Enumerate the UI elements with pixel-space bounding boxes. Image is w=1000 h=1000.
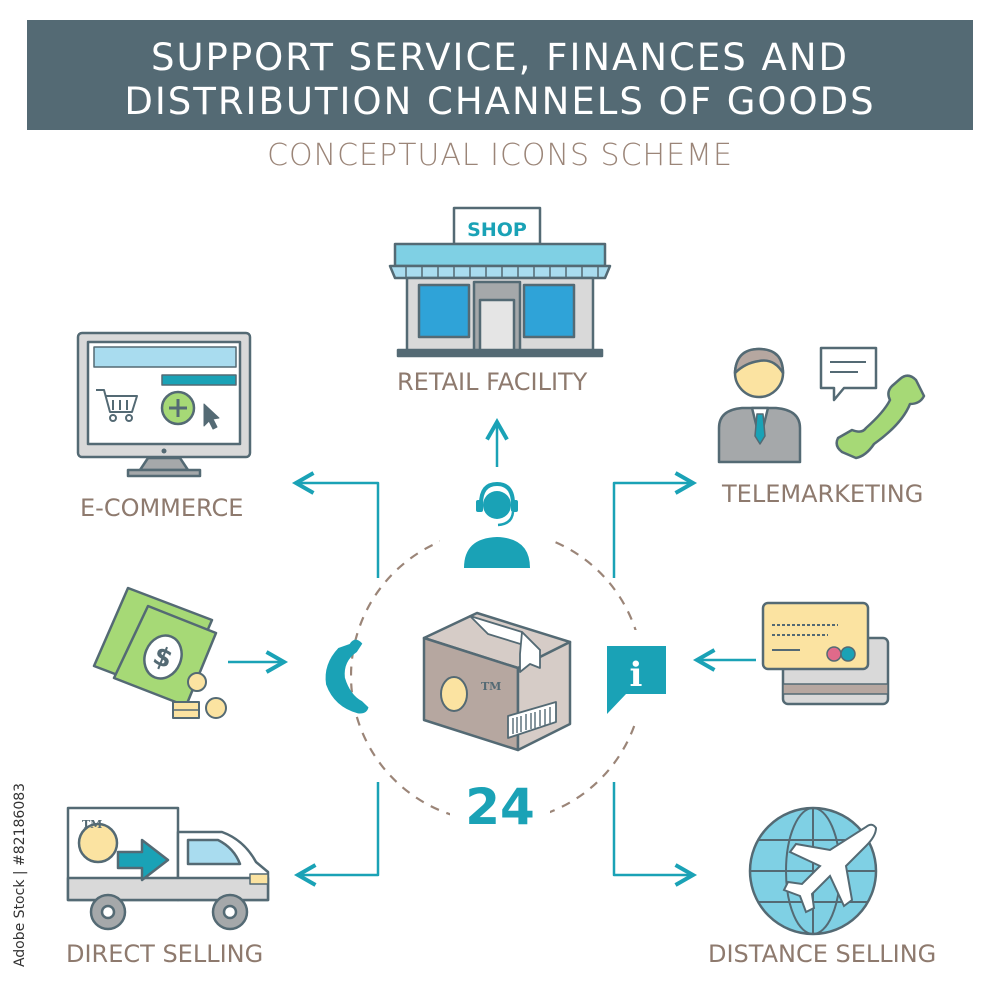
van-tm-text: TM — [82, 818, 102, 831]
support-24-number: 24 — [465, 778, 535, 836]
subtitle: CONCEPTUAL ICONS SCHEME — [267, 138, 733, 173]
info-glyph: i — [630, 655, 643, 695]
arrow-to-distance — [612, 782, 698, 887]
delivery-van-icon — [66, 806, 270, 931]
operator-phone-icon — [717, 346, 926, 464]
arrow-to-direct — [293, 782, 380, 887]
connector-lines — [228, 417, 756, 887]
arrow-to-telemarketing — [612, 471, 698, 578]
parcel-box-icon — [422, 611, 572, 752]
monitor-cart-icon — [76, 331, 252, 478]
label-distance-selling: DISTANCE SELLING — [708, 940, 937, 968]
box-tm-text: TM — [481, 680, 501, 693]
label-direct-selling: DIRECT SELLING — [66, 940, 264, 968]
phone-icon — [325, 639, 369, 714]
stock-watermark-text: Adobe Stock | #82186083 — [12, 782, 28, 968]
title-banner: SUPPORT SERVICE, FINANCES AND DISTRIBUTI… — [27, 20, 973, 130]
label-telemarketing: TELEMARKETING — [722, 480, 924, 508]
globe-plane-icon — [748, 806, 878, 936]
shop-icon — [388, 206, 612, 358]
label-e-commerce: E-COMMERCE — [80, 494, 244, 522]
label-retail-facility: RETAIL FACILITY — [397, 368, 588, 396]
info-icon — [607, 646, 666, 714]
shop-sign-text: SHOP — [467, 219, 527, 241]
agent-headset-icon — [464, 481, 530, 568]
stock-watermark: Adobe Stock | #82186083 — [2, 770, 38, 980]
credit-card-icon — [761, 601, 890, 706]
money-icon: $ — [92, 586, 227, 719]
title-line-1: SUPPORT SERVICE, FINANCES AND — [150, 36, 849, 79]
arrow-to-ecommerce — [291, 471, 380, 578]
title-line-2: DISTRIBUTION CHANNELS OF GOODS — [124, 80, 876, 123]
